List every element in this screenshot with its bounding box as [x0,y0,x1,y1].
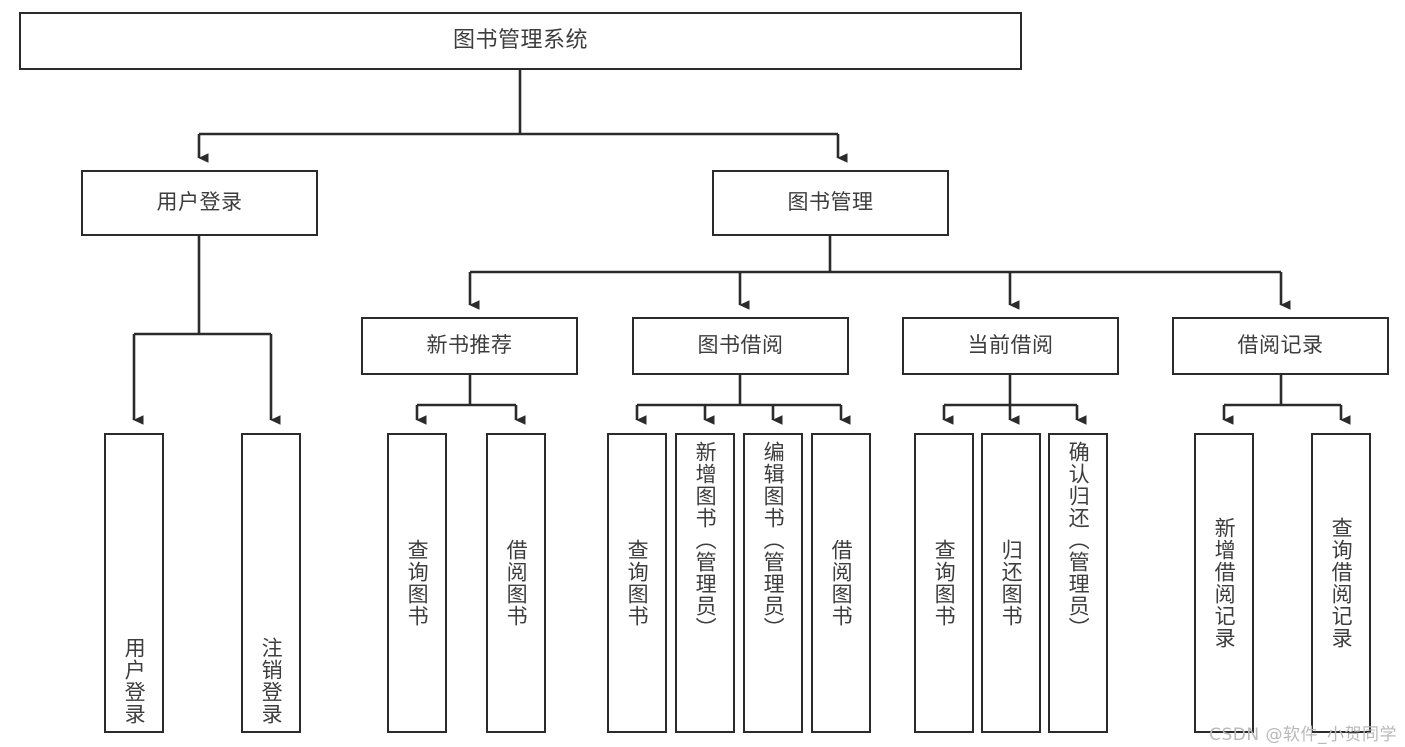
leaf-edit-book-admin[interactable]: 编辑图书（管理员） [743,433,803,733]
node-label: 新增图书（管理员） [693,441,718,639]
node-label: 用户登录 [122,637,147,725]
leaf-query-book-borrow[interactable]: 查询图书 [607,433,667,733]
node-label: 用户登录 [156,190,243,215]
node-label: 借阅图书 [829,539,854,627]
node-label: 注销登录 [259,637,284,725]
node-label: 图书借阅 [697,333,784,358]
node-label: 新增借阅记录 [1212,517,1237,649]
node-label: 确认归还（管理员） [1066,441,1091,639]
node-label: 借阅图书 [504,539,529,627]
node-label: 查询图书 [405,539,430,627]
node-label: 查询借阅记录 [1329,517,1354,649]
leaf-query-book-recommend[interactable]: 查询图书 [387,433,447,733]
node-book-management[interactable]: 图书管理 [712,170,949,236]
node-label: 编辑图书（管理员） [761,441,786,639]
leaf-borrow-book-recommend[interactable]: 借阅图书 [486,433,546,733]
node-label: 归还图书 [999,539,1024,627]
node-label: 查询图书 [932,539,957,627]
node-root-system[interactable]: 图书管理系统 [19,12,1022,70]
node-current-borrow[interactable]: 当前借阅 [902,317,1119,375]
node-label: 图书管理 [787,190,874,215]
node-label: 借阅记录 [1237,333,1324,358]
leaf-query-book-current[interactable]: 查询图书 [914,433,974,733]
node-book-borrow[interactable]: 图书借阅 [632,317,849,375]
node-label: 图书管理系统 [452,27,588,53]
node-new-book-recommend[interactable]: 新书推荐 [361,317,578,375]
node-user-login[interactable]: 用户登录 [81,170,318,236]
node-label: 查询图书 [625,539,650,627]
leaf-logout[interactable]: 注销登录 [241,433,301,733]
leaf-user-login[interactable]: 用户登录 [104,433,164,733]
leaf-confirm-return-admin[interactable]: 确认归还（管理员） [1048,433,1108,733]
csdn-watermark: CSDN @软件_小贺同学 [1209,725,1397,745]
node-label: 新书推荐 [426,333,513,358]
node-label: 当前借阅 [967,333,1054,358]
leaf-borrow-book[interactable]: 借阅图书 [811,433,871,733]
leaf-add-book-admin[interactable]: 新增图书（管理员） [675,433,735,733]
node-borrow-records[interactable]: 借阅记录 [1172,317,1389,375]
leaf-add-borrow-record[interactable]: 新增借阅记录 [1194,433,1254,733]
leaf-return-book[interactable]: 归还图书 [981,433,1041,733]
leaf-query-borrow-record[interactable]: 查询借阅记录 [1311,433,1371,733]
